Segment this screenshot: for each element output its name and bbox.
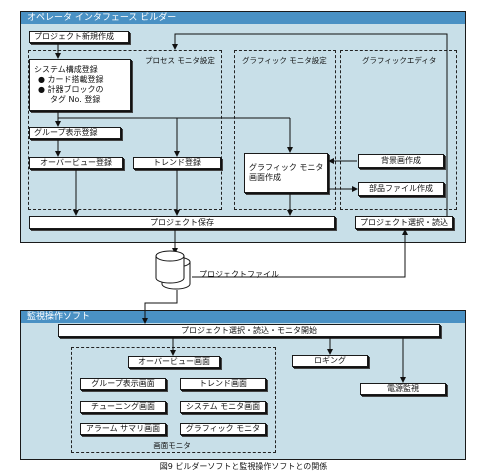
system-config-line4: タグ No. 登録 <box>50 95 101 104</box>
process-monitor-region <box>28 50 222 210</box>
power-monitor-box: 電源監視 <box>360 383 446 395</box>
builder-title: オペレータ インタフェース ビルダー <box>21 12 465 24</box>
graphic-monitor-region <box>234 50 336 210</box>
graphic-monitor-screen-line1: グラフィック モニタ <box>249 163 324 172</box>
project-select-read-box: プロジェクト選択・読込 <box>355 216 453 229</box>
arrow-file-to-select <box>192 229 408 278</box>
parts-file-box: 部品ファイル作成 <box>358 182 444 196</box>
arrow-select-to-graphic-region <box>172 33 448 216</box>
overview-reg-box: オーバービュー登録 <box>29 157 123 169</box>
group-display-box: グループ表示登録 <box>29 127 121 139</box>
background-screen-box: 背景画作成 <box>358 154 444 168</box>
graphic-editor-region <box>340 50 457 210</box>
monitor-title: 監視操作ソフト <box>21 311 465 323</box>
process-monitor-label: プロセス モニタ設定 <box>145 56 215 65</box>
tuning-screen-box: チューニング画面 <box>80 401 166 413</box>
overview-screen-box: オーバービュー画面 <box>128 356 220 368</box>
trend-reg-box: トレンド登録 <box>133 157 221 169</box>
system-config-line2: ● カード搭載登録 <box>38 75 104 84</box>
group-display-screen-box: グループ表示画面 <box>80 378 166 390</box>
logging-box: ロギング <box>292 355 368 367</box>
trend-screen-box: トレンド画面 <box>180 378 266 390</box>
system-config-line3: ● 計器ブロックの <box>38 85 104 94</box>
system-config-line1: システム構成登録 <box>34 65 98 74</box>
graphic-monitor-box: グラフィック モニタ <box>180 423 266 435</box>
system-monitor-screen-box: システム モニタ画面 <box>180 401 266 413</box>
graphic-monitor-screen-line2: 画面作成 <box>249 173 281 182</box>
project-file-icon <box>155 250 191 290</box>
project-save-box: プロジェクト保存 <box>29 216 335 229</box>
project-file-label: プロジェクトファイル <box>199 270 279 279</box>
project-new-box: プロジェクト新規作成 <box>29 31 129 43</box>
graphic-monitor-label: グラフィック モニタ設定 <box>242 56 327 65</box>
graphic-monitor-screen-box: グラフィック モニタ 画面作成 <box>244 153 328 193</box>
project-select-monitor-start-box: プロジェクト選択・読込・モニタ開始 <box>58 324 440 337</box>
figure-caption: 図9 ビルダーソフトと監視操作ソフトとの関係 <box>159 462 328 471</box>
alarm-summary-screen-box: アラーム サマリ画面 <box>80 423 166 435</box>
graphic-editor-label: グラフィックエディタ <box>362 56 437 65</box>
screen-monitor-label: 画面モニタ <box>153 441 191 450</box>
system-config-box: システム構成登録 ● カード搭載登録 ● 計器ブロックの タグ No. 登録 <box>29 59 131 111</box>
arrow-file-to-monitor <box>142 290 178 324</box>
